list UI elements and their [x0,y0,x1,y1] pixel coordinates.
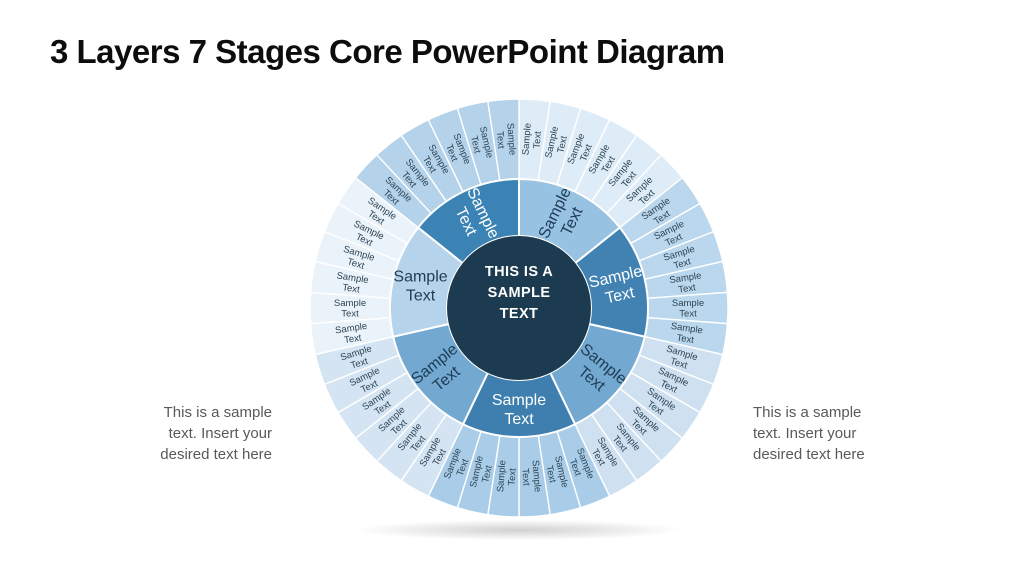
stage-6-outer-segment-1-label: SampleText [334,321,369,347]
slide-title: 3 Layers 7 Stages Core PowerPoint Diagra… [50,33,725,70]
caption-left-line-2: text. Insert your [168,425,272,442]
caption-right-line-2: text. Insert your [753,425,857,442]
center-label-line-1: THIS IS A [484,264,554,280]
stage-3-outer-segment-6-label: SampleText [585,435,620,474]
stage-1-label: SampleText [536,185,592,250]
center-circle-label: THIS IS A SAMPLE TEXT [454,262,584,325]
stage-7-outer-segment-6-label: SampleText [493,123,517,157]
caption-left-line-3: desired text here [160,446,272,463]
stage-4-outer-segment-5-label: SampleText [468,455,496,491]
center-label-line-2: SAMPLE [487,285,551,301]
stage-4-outer-segment-2-label: SampleText [542,455,570,491]
center-label-line-3: TEXT [499,306,539,322]
caption-right-line-1: This is a sample [753,404,862,421]
caption-left-line-1: This is a sample [163,404,272,421]
stage-2-outer-segment-6-label: SampleText [668,321,703,347]
center-circle [447,236,591,380]
stage-2-outer-segment-4-label: SampleText [669,270,704,296]
stage-4-outer-segment-4-label: SampleText [495,460,519,494]
stage-7-outer-segment-5-label: SampleText [466,125,494,161]
caption-right-line-3: desired text here [753,446,865,463]
caption-left: This is a sample text. Insert your desir… [112,402,272,465]
caption-right: This is a sample text. Insert your desir… [753,402,923,465]
stage-1-outer-segment-2-label: SampleText [543,125,571,161]
diagram-drop-shadow [358,520,680,540]
stage-6-outer-segment-3-label: SampleText [334,270,369,296]
stage-4-outer-segment-3-label: SampleText [519,460,543,494]
stage-1-outer-segment-1-label: SampleText [520,123,544,157]
